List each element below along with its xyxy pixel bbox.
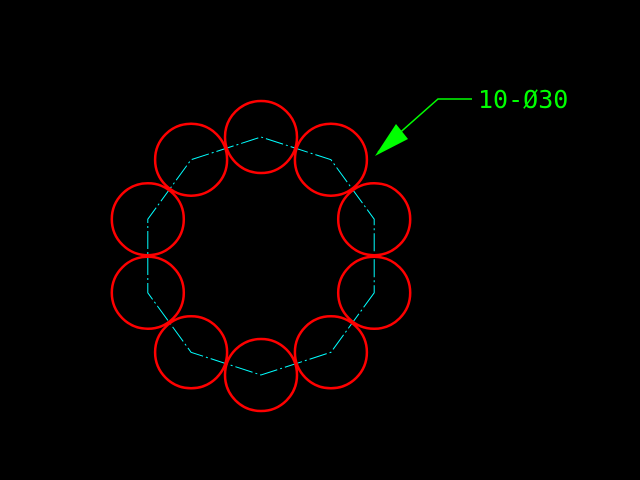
- centerline-polygon: [147, 136, 375, 376]
- hole-circle: [336, 255, 412, 331]
- hole-callout-text: 10-Ø30: [478, 85, 568, 114]
- dimension-callout: 10-Ø30: [375, 85, 568, 156]
- arrow-icon: [375, 124, 408, 156]
- hole-circle: [223, 99, 299, 175]
- hole-circle: [223, 337, 299, 413]
- hole-circle: [153, 122, 229, 197]
- hole-pattern: [110, 99, 412, 413]
- hole-circle: [293, 122, 369, 197]
- hole-circle: [293, 315, 369, 390]
- hole-circle: [153, 315, 229, 390]
- pitch-circle-centerline: [147, 136, 375, 376]
- hole-circle: [110, 255, 186, 331]
- hole-circle: [336, 181, 412, 257]
- hole-circle: [110, 181, 186, 257]
